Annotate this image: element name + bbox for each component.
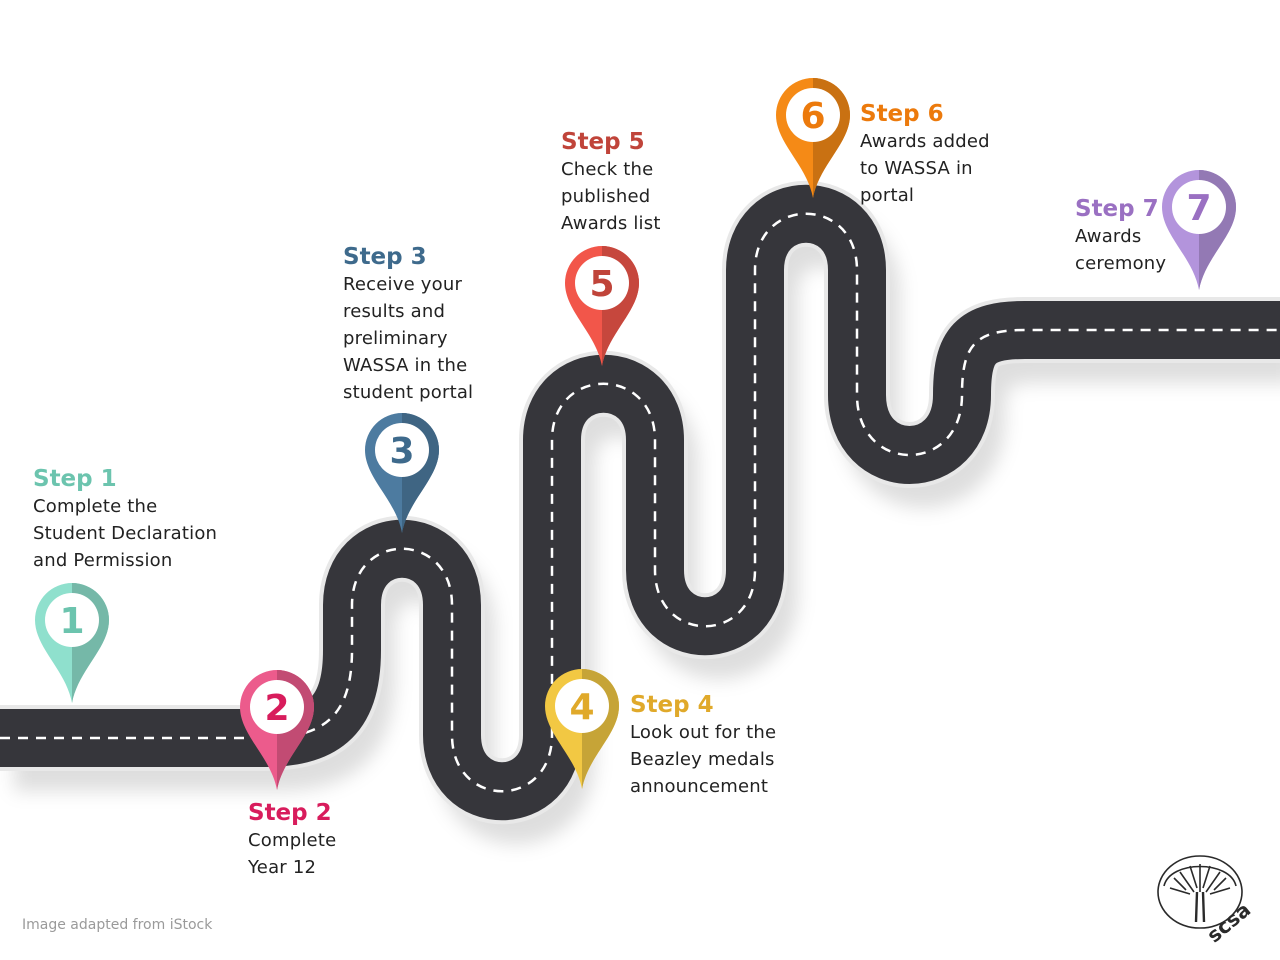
pin-inner-circle (45, 593, 99, 647)
pin-number: 1 (59, 601, 84, 642)
map-pin-7: 7 (1162, 170, 1236, 290)
step-title: Step 3 (343, 244, 427, 270)
step-title: Step 2 (248, 800, 332, 826)
map-pin-6: 6 (776, 78, 850, 198)
step-title: Step 1 (33, 466, 117, 492)
step-desc-line: and Permission (33, 550, 173, 571)
logo-text: scsa (1202, 897, 1255, 947)
step-desc-line: Check the (561, 159, 654, 180)
pin-number: 2 (264, 688, 289, 729)
step-desc-line: to WASSA in (860, 158, 973, 179)
pin-number: 6 (800, 96, 825, 137)
step-desc-line: Complete the (33, 496, 158, 517)
map-pin-3: 3 (365, 413, 439, 533)
image-credit-caption: Image adapted from iStock (22, 917, 213, 933)
step-desc-line: student portal (343, 382, 474, 403)
pin-inner-circle (575, 256, 629, 310)
step-4-label: Step 4 Look out for the Beazley medals a… (630, 691, 776, 800)
step-desc-line: Awards (1075, 226, 1142, 247)
pin-inner-circle (786, 88, 840, 142)
pin-number: 5 (589, 264, 614, 305)
step-desc-line: Beazley medals (630, 749, 775, 770)
step-title: Step 5 (561, 129, 645, 155)
step-desc-line: Awards list (561, 213, 661, 234)
step-desc-line: Receive your (343, 274, 463, 295)
step-title: Step 7 (1075, 196, 1159, 222)
step-desc-line: portal (860, 185, 915, 206)
map-pin-5: 5 (565, 246, 639, 366)
step-7-label: Step 7 Awards ceremony (1075, 195, 1166, 277)
scsa-logo: scsa (1157, 855, 1255, 947)
pin-inner-circle (1172, 180, 1226, 234)
pin-number: 3 (389, 431, 414, 472)
step-3-label: Step 3 Receive your results and prelimin… (343, 243, 473, 406)
step-desc-line: preliminary (343, 328, 448, 349)
step-title: Step 6 (860, 101, 944, 127)
step-desc-line: WASSA in the (343, 355, 468, 376)
step-desc-line: Student Declaration (33, 523, 218, 544)
pin-number: 7 (1186, 188, 1211, 229)
map-pin-4: 4 (545, 669, 619, 789)
step-desc-line: ceremony (1075, 253, 1167, 274)
step-desc-line: published (561, 186, 651, 207)
step-title: Step 4 (630, 692, 714, 718)
pin-inner-circle (250, 680, 304, 734)
step-5-label: Step 5 Check the published Awards list (561, 128, 661, 237)
map-pin-2: 2 (240, 670, 314, 790)
pin-inner-circle (555, 679, 609, 733)
road-centerline (0, 212, 1280, 793)
step-1-label: Step 1 Complete the Student Declaration … (33, 465, 217, 574)
step-desc-line: results and (343, 301, 446, 322)
step-6-label: Step 6 Awards added to WASSA in portal (860, 100, 990, 209)
tree-icon (1157, 855, 1243, 929)
step-desc-line: Look out for the (630, 722, 777, 743)
pin-number: 4 (569, 687, 594, 728)
step-2-label: Step 2 Complete Year 12 (248, 799, 336, 881)
step-desc-line: Year 12 (248, 857, 317, 878)
map-pin-1: 1 (35, 583, 109, 703)
step-desc-line: Complete (248, 830, 337, 851)
step-desc-line: announcement (630, 776, 769, 797)
pin-inner-circle (375, 423, 429, 477)
step-desc-line: Awards added (860, 131, 990, 152)
